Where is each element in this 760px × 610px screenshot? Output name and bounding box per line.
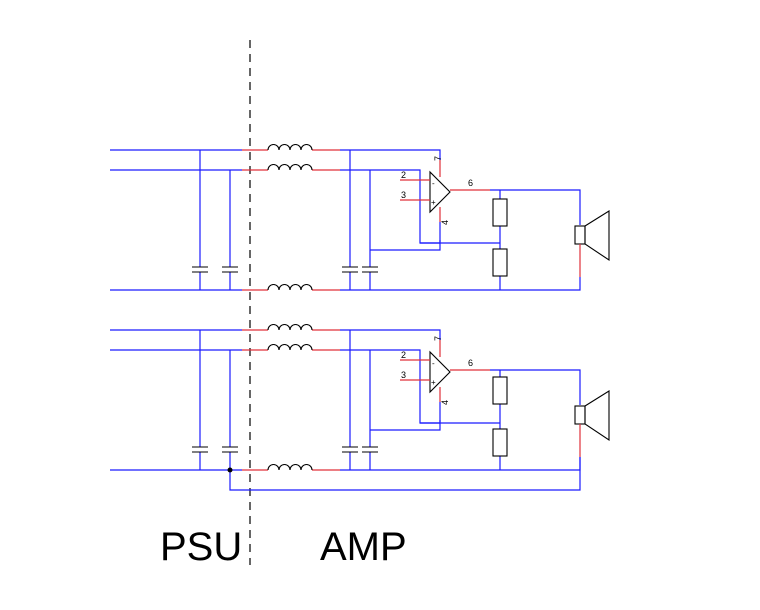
lower-rail-pos bbox=[110, 329, 441, 340]
pin-label-2: 2 bbox=[401, 350, 406, 360]
lower-rail-neg bbox=[110, 349, 441, 424]
upper-channel bbox=[110, 144, 610, 291]
psu-label: PSU bbox=[160, 525, 242, 569]
op-amp-icon bbox=[429, 170, 451, 214]
pin-label-3: 3 bbox=[401, 190, 406, 200]
upper-ground bbox=[110, 277, 581, 291]
pin-label-4: 4 bbox=[440, 400, 450, 405]
capacitor-icon bbox=[192, 266, 208, 273]
op-amp-plus: + bbox=[431, 198, 436, 207]
pin-label-7: 7 bbox=[433, 156, 443, 161]
capacitor-icon bbox=[222, 266, 238, 273]
resistor-icon bbox=[492, 248, 508, 277]
resistor-icon bbox=[492, 198, 508, 227]
inductor-icon bbox=[267, 464, 313, 471]
pin-label-7: 7 bbox=[433, 336, 443, 341]
upper-rail-neg bbox=[110, 169, 441, 244]
inductor-icon bbox=[267, 144, 313, 151]
ground-return-wire bbox=[229, 457, 581, 491]
pin-label-2: 2 bbox=[401, 170, 406, 180]
pin-label-4: 4 bbox=[440, 220, 450, 225]
pin-label-3: 3 bbox=[401, 370, 406, 380]
capacitor-icon bbox=[342, 446, 358, 453]
op-amp-icon bbox=[429, 350, 451, 394]
pin-label-6: 6 bbox=[468, 358, 473, 368]
amp-label: AMP bbox=[320, 525, 407, 569]
resistor-icon bbox=[492, 428, 508, 457]
inductor-icon bbox=[267, 344, 313, 351]
capacitor-icon bbox=[222, 446, 238, 453]
pin-label-6: 6 bbox=[468, 178, 473, 188]
upper-rail-pos bbox=[110, 149, 441, 160]
inductor-icon bbox=[267, 284, 313, 291]
capacitor-icon bbox=[192, 446, 208, 453]
junction-dot bbox=[227, 467, 233, 473]
capacitor-icon bbox=[342, 266, 358, 273]
op-amp-minus: - bbox=[432, 179, 435, 188]
capacitor-icon bbox=[362, 446, 378, 453]
op-amp-plus: + bbox=[431, 378, 436, 387]
inductor-icon bbox=[267, 324, 313, 331]
lower-channel bbox=[110, 324, 610, 491]
op-amp-minus: - bbox=[432, 359, 435, 368]
inductor-icon bbox=[267, 164, 313, 171]
lower-ground bbox=[110, 457, 581, 471]
resistor-icon bbox=[492, 376, 508, 405]
capacitor-icon bbox=[362, 266, 378, 273]
